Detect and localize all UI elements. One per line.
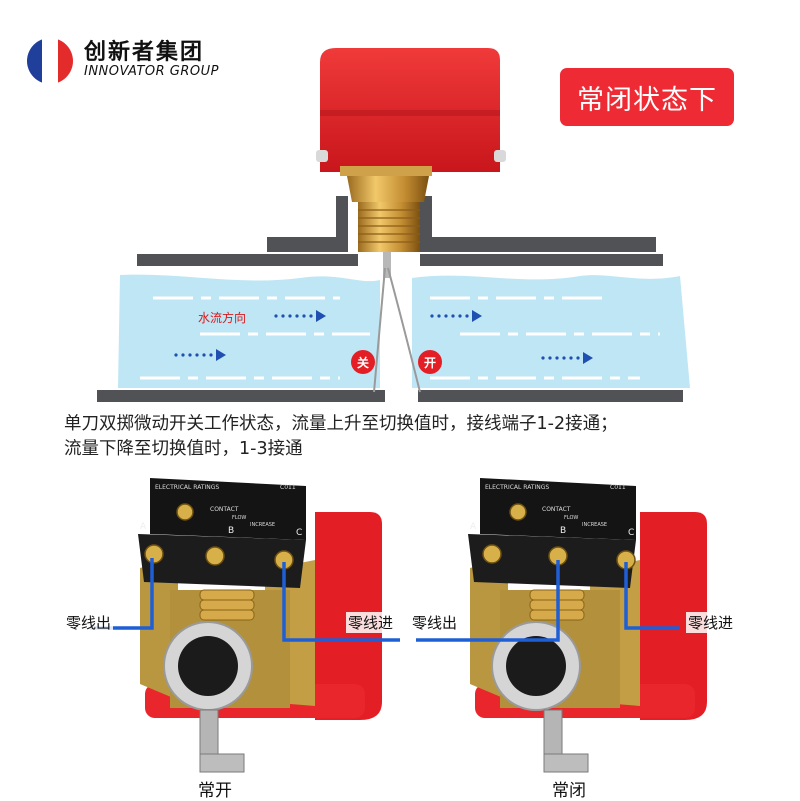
switch-assembly-normally-closed: ELECTRICAL RATINGS C011 A B C CONTACT FL… [410, 470, 770, 801]
wire-in-label: 零线进 [346, 612, 396, 633]
brand-name: 创新者集团 [84, 40, 205, 65]
terminal-a-label: A [470, 522, 477, 532]
switch-assembly-normally-open: ELECTRICAL RATINGS C011 A B C CONTACT FL… [60, 470, 420, 801]
state-badge: 常闭状态下 [560, 68, 734, 126]
switch-assembly-drawing [416, 478, 707, 773]
description-line: 单刀双掷微动开关工作状态，流量上升至切换值时，接线端子1-2接通； [64, 414, 618, 434]
terminal-c-label: C [296, 528, 303, 538]
flow-text: FLOW [232, 515, 247, 521]
water-body [118, 274, 380, 388]
water-streamlines [140, 296, 660, 380]
pipe-wall [97, 196, 683, 402]
plate-title: ELECTRICAL RATINGS [485, 484, 550, 491]
wire-in [282, 562, 400, 642]
brand-name-en: INNOVATOR GROUP [84, 64, 220, 79]
contact-on-badge: 开 [418, 350, 442, 374]
contact-off-badge: 关 [351, 350, 375, 374]
terminal-b-label: B [228, 526, 235, 536]
wire-out-label: 零线出 [64, 612, 114, 633]
switch-assembly-drawing [90, 478, 400, 773]
description-line: 流量下降至切换值时，1-3接通 [64, 439, 303, 459]
flow-switch-diagram [97, 48, 690, 402]
paddle [373, 267, 421, 393]
plate-code: C011 [280, 484, 296, 491]
france-flag-icon [27, 38, 73, 84]
wire-out [416, 560, 560, 642]
increase-text: INCREASE [250, 522, 276, 528]
switch-caption: 常闭 [552, 781, 586, 801]
flow-text: FLOW [564, 515, 579, 521]
water-body [412, 275, 690, 388]
description: 单刀双掷微动开关工作状态，流量上升至切换值时，接线端子1-2接通； 流量下降至切… [64, 412, 744, 462]
wire-out-label: 零线出 [410, 612, 460, 633]
wire-in [624, 562, 680, 630]
switch-caption: 常开 [198, 781, 232, 801]
increase-text: INCREASE [582, 522, 608, 528]
flow-arrow-icon [174, 310, 593, 364]
switch-housing [316, 48, 506, 176]
terminal-b-label: B [560, 526, 567, 536]
flow-direction-label: 水流方向 [198, 311, 247, 325]
terminal-a-label: A [140, 522, 147, 532]
terminal-c-label: C [628, 528, 635, 538]
brass-fitting [347, 176, 429, 278]
contact-label: CONTACT [210, 506, 239, 513]
plate-code: C011 [610, 484, 626, 491]
plate-title: ELECTRICAL RATINGS [155, 484, 220, 491]
wire-in-label: 零线进 [686, 612, 736, 633]
contact-label: CONTACT [542, 506, 571, 513]
